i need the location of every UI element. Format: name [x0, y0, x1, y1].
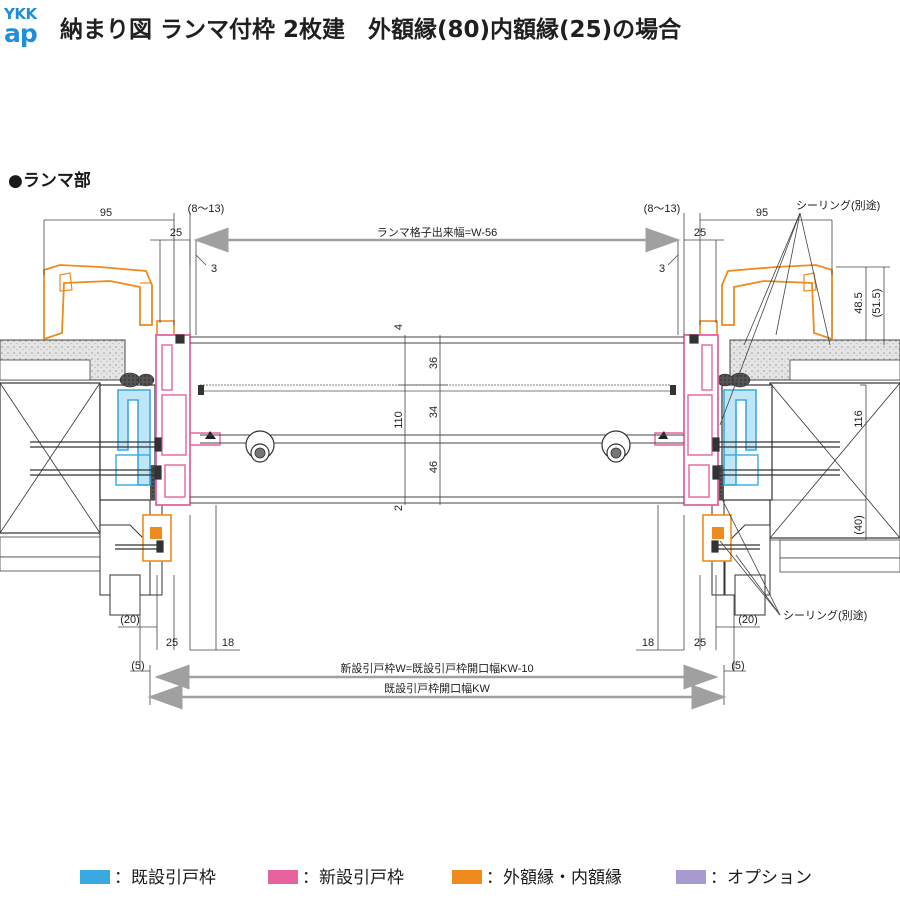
dim-top-left-95: 95 — [100, 207, 112, 219]
dim-left-20: (20) — [120, 614, 140, 626]
legend-label-trim: ：外額縁・内額縁 — [486, 868, 622, 888]
dim-left-5: (5) — [131, 660, 144, 672]
dim-46: 46 — [428, 461, 440, 473]
dim-40: (40) — [853, 515, 865, 535]
legend-label-new-frame: ：新設引戸枠 — [302, 868, 404, 888]
dim-right-25-bottom: 25 — [694, 637, 706, 649]
dim-top-right-95: 95 — [756, 207, 768, 219]
label-sealing-top: シーリング(別途) — [796, 198, 880, 212]
section-title: ●ランマ部 — [8, 171, 91, 191]
logo-text-top: YKK — [4, 5, 37, 23]
dim-48-5: 48.5 — [853, 292, 865, 313]
dim-right-20: (20) — [738, 614, 758, 626]
dim-116: 116 — [853, 410, 865, 428]
legend-swatch-option — [676, 870, 706, 884]
dimension-lines — [43, 212, 890, 705]
dim-2: 2 — [393, 505, 405, 511]
dim-110: 110 — [393, 411, 405, 429]
legend-label-existing-frame: ：既設引戸枠 — [114, 868, 216, 888]
label-sealing-bottom: シーリング(別途) — [783, 608, 867, 622]
legend-item-new-frame: ：新設引戸枠 — [268, 866, 404, 890]
legend-swatch-trim — [452, 870, 482, 884]
dim-34: 34 — [428, 406, 440, 418]
dim-right-3: 3 — [659, 263, 665, 275]
dim-51-5: (51.5) — [871, 289, 883, 318]
ykk-ap-logo: YKK ap — [4, 6, 48, 50]
dim-left-3: 3 — [211, 263, 217, 275]
dim-36: 36 — [428, 357, 440, 369]
page-title: 納まり図 ランマ付枠 2枚建 外額縁(80)内額縁(25)の場合 — [60, 17, 682, 43]
legend-item-trim: ：外額縁・内額縁 — [452, 866, 622, 890]
logo-text-bottom: ap — [4, 19, 38, 48]
dim-new-frame-width: 新設引戸枠W=既設引戸枠開口幅KW-10 — [340, 661, 533, 675]
right-wall-assembly — [654, 264, 900, 616]
dim-gap-left: (8～13) — [188, 203, 225, 215]
page-header: YKK ap 納まり図 ランマ付枠 2枚建 外額縁(80)内額縁(25)の場合 — [0, 0, 900, 56]
left-wall-assembly — [0, 264, 221, 616]
dim-right-5: (5) — [731, 660, 744, 672]
dim-4: 4 — [393, 324, 405, 330]
legend-swatch-new-frame — [268, 870, 298, 884]
right-roller — [601, 430, 631, 463]
legend: ：既設引戸枠 ：新設引戸枠 ：外額縁・内額縁 ：オプション — [80, 866, 880, 896]
legend-item-option: ：オプション — [676, 866, 812, 890]
dim-right-18: 18 — [642, 637, 654, 649]
dim-left-25-top: 25 — [170, 227, 182, 239]
dim-right-25-top: 25 — [694, 227, 706, 239]
dim-existing-opening: 既設引戸枠開口幅KW — [384, 681, 490, 695]
legend-item-existing-frame: ：既設引戸枠 — [80, 866, 216, 890]
legend-swatch-existing-frame — [80, 870, 110, 884]
dim-left-18: 18 — [222, 637, 234, 649]
dim-left-25-bottom: 25 — [166, 637, 178, 649]
dim-ranma-width: ランマ格子出来幅=W-56 — [377, 225, 498, 239]
legend-label-option: ：オプション — [710, 868, 812, 888]
section-drawing: 95 (8～13) 25 ランマ格子出来幅=W-56 3 (8～13) 25 3… — [0, 198, 900, 710]
left-roller — [245, 430, 275, 463]
dim-gap-right: (8～13) — [644, 203, 681, 215]
